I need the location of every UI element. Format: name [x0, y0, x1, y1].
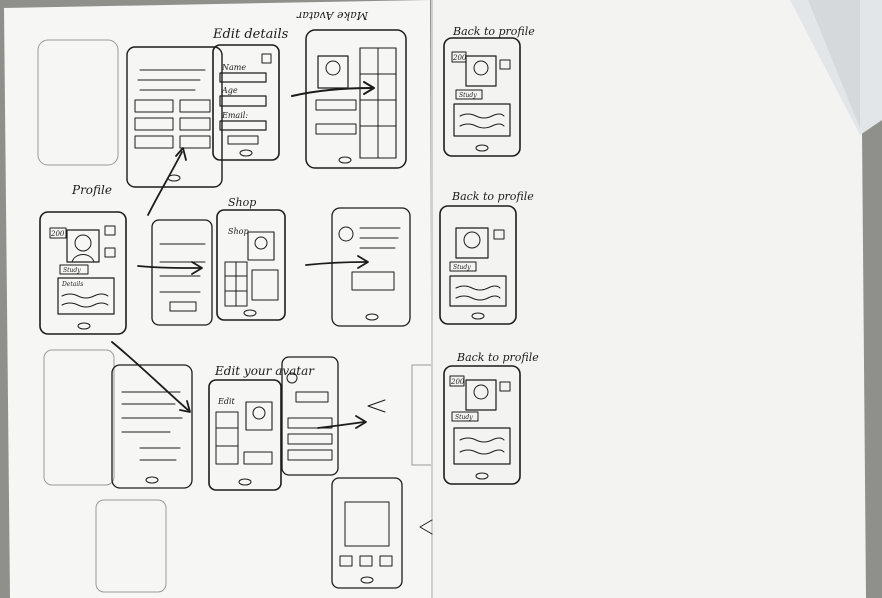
sketch-property-screen: [281, 356, 339, 476]
svg-text:200: 200: [452, 54, 467, 62]
svg-text:Study: Study: [459, 92, 477, 99]
sketch-points-screen: [151, 219, 213, 326]
svg-text:Study: Study: [453, 264, 471, 271]
challenge-screen: [331, 477, 403, 589]
email-label: Email:: [221, 111, 248, 120]
back-to-profile-screen-3: 200 Study: [443, 365, 521, 485]
edit-details-screen: Name Age Email:: [212, 44, 280, 161]
label-shop: Shop: [228, 196, 256, 209]
arrow-to-make-avatar: [291, 87, 373, 97]
label-edit-your-avatar: Edit your avatar: [214, 364, 315, 378]
profile-study-label: Study: [63, 267, 81, 274]
shop-title: Shop: [228, 227, 249, 236]
arrow-to-shop: [137, 265, 201, 269]
label-back-to-profile-1: Back to profile: [452, 25, 535, 38]
svg-text:Study: Study: [455, 414, 473, 421]
profile-points: 200: [50, 230, 65, 238]
edit-label: Edit: [217, 397, 236, 406]
name-label: Name: [221, 63, 246, 72]
svg-text:200: 200: [450, 378, 465, 386]
age-label: Age: [221, 86, 238, 95]
quiz-screen: [331, 207, 411, 327]
paper-left: [4, 0, 435, 598]
shop-screen: Shop: [216, 209, 286, 321]
arrow-to-quiz: [305, 261, 367, 266]
label-profile: Profile: [71, 183, 112, 197]
label-back-to-profile-3: Back to profile: [456, 351, 539, 364]
profile-screen: 200 Study Details: [39, 211, 127, 335]
back-to-profile-screen-1: 200 Study: [443, 37, 521, 157]
label-back-to-profile-2: Back to profile: [451, 190, 534, 203]
profile-details-label: Details: [61, 281, 83, 288]
paper-right: [431, 0, 882, 598]
label-edit-details: Edit details: [212, 27, 289, 42]
sketch-text-screen: [126, 46, 223, 188]
arrow-to-edit-avatar: [111, 341, 189, 411]
label-make-avatar: Make Avatar: [296, 9, 369, 22]
arrow-to-edit-details: [147, 151, 183, 216]
edit-avatar-screen: Edit: [208, 379, 282, 491]
make-avatar-screen: [305, 29, 407, 169]
sketch-list-screen: [111, 364, 193, 489]
back-to-profile-screen-2: Study: [439, 205, 517, 325]
